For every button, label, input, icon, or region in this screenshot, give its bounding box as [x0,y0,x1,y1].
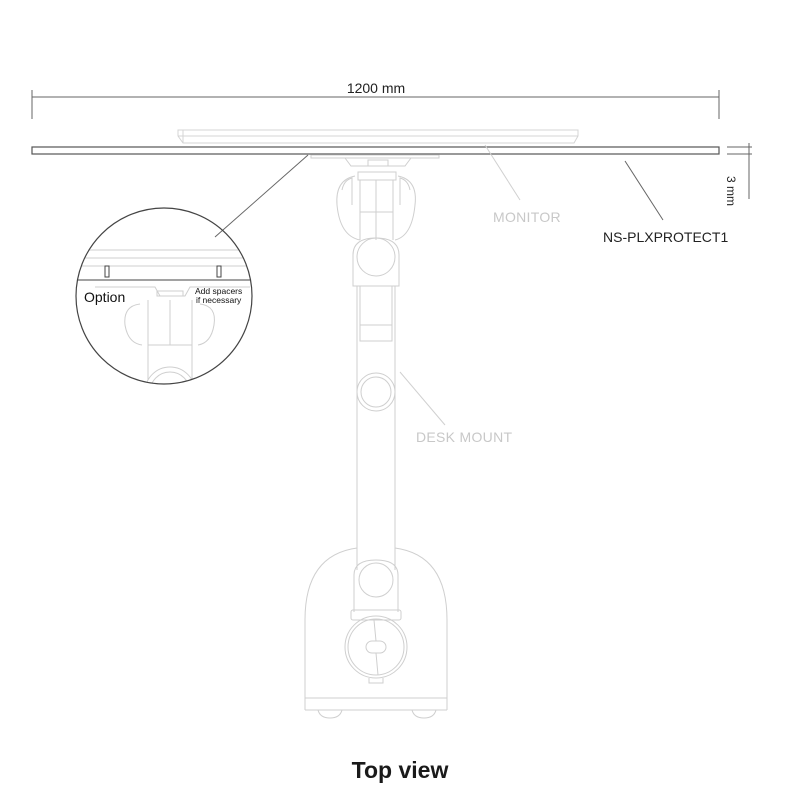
vesa-bracket [310,154,440,167]
thickness-dimension-line [727,143,752,199]
desk-base [304,547,448,719]
detail-circle-border [75,207,253,385]
option-label: Option [84,289,126,305]
spacers-note-line2: if necessary [195,295,242,305]
spacers-note: Add spacers if necessary [195,287,242,305]
monitor-outline [177,129,579,144]
leader-lines [214,144,664,426]
detail-callout [75,207,253,385]
diagram-title: Top view [351,757,449,783]
width-dimension-label: 1200 mm [346,80,406,96]
thickness-dimension-label: 3 mm [724,176,738,206]
arm [356,286,396,570]
width-dimension-line [31,90,720,119]
product-label: NS-PLXPROTECT1 [603,229,729,245]
desk-mount-label: DESK MOUNT [416,429,513,445]
mount-head [336,171,416,241]
spacers-note-line1: Add spacers [195,286,243,296]
upper-joint [352,237,400,287]
protector-plate [31,146,720,155]
monitor-label: MONITOR [493,209,561,225]
